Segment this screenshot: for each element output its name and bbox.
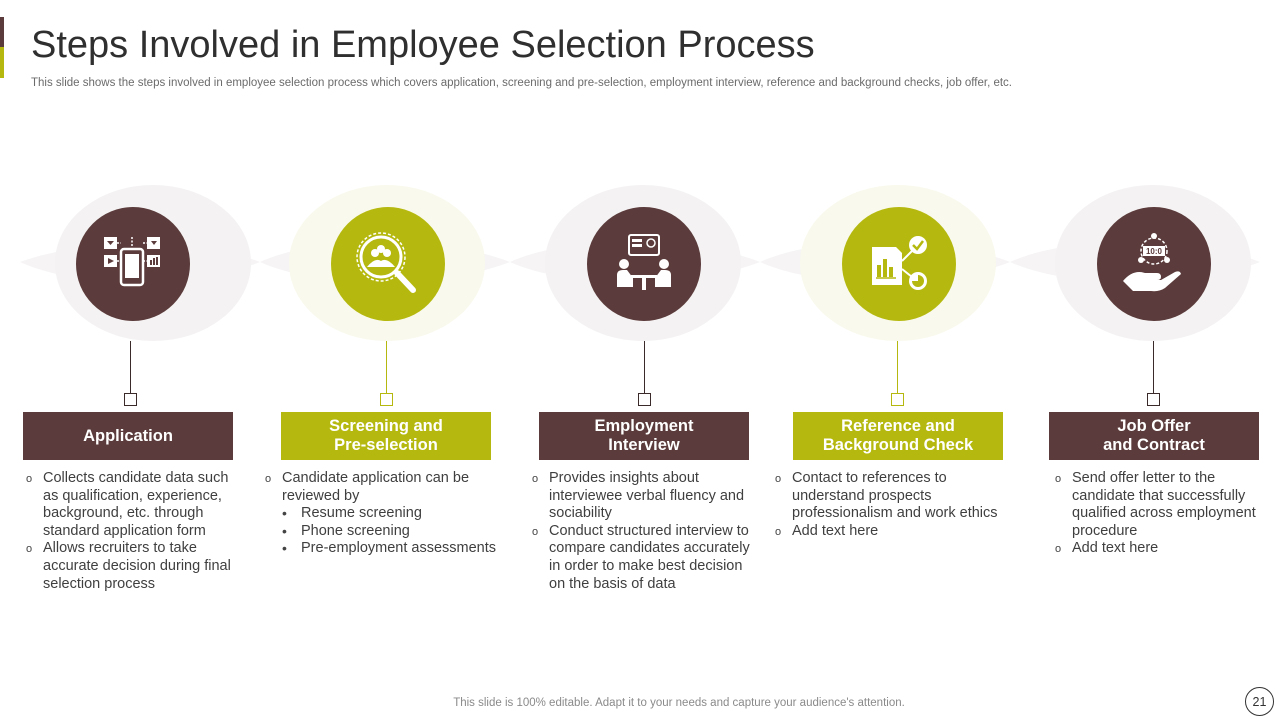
step-description: Collects candidate data such as qualific… <box>23 470 238 593</box>
slide-title: Steps Involved in Employee Selection Pro… <box>31 24 815 66</box>
step-screening: Screening and Pre-selection Candidate ap… <box>265 185 521 605</box>
page-number: 21 <box>1245 687 1274 716</box>
title-accent-bar-top <box>0 17 4 47</box>
step-job-offer: 10:0 Job Offer and Contract Send offer l… <box>1049 185 1280 605</box>
bullet-item: Contact to references to understand pros… <box>772 470 1012 523</box>
step-description: Provides insights about interviewee verb… <box>529 470 754 593</box>
step-stem <box>386 341 387 393</box>
footer-note: This slide is 100% editable. Adapt it to… <box>453 697 905 709</box>
step-label-line: Application <box>83 426 173 445</box>
step-label-line: and Contract <box>1103 436 1205 454</box>
step-application: Application Collects candidate data such… <box>23 185 263 605</box>
step-label: Screening and Pre-selection <box>281 412 491 460</box>
step-stem <box>644 341 645 393</box>
sub-bullet-list: Resume screening Phone screening Pre-emp… <box>282 505 507 558</box>
step-reference-check: Reference and Background Check Contact t… <box>775 185 1033 605</box>
step-label-line: Background Check <box>822 436 974 454</box>
step-label: Job Offer and Contract <box>1049 412 1259 460</box>
step-marker <box>1147 393 1160 406</box>
step-label-line: Screening and <box>329 417 443 435</box>
sub-bullet-item: Resume screening <box>282 505 507 523</box>
sub-bullet-item: Phone screening <box>282 523 507 541</box>
step-label-line: Reference and <box>841 417 955 435</box>
step-label: Employment Interview <box>539 412 749 460</box>
step-marker <box>638 393 651 406</box>
bullet-text: Candidate application can be reviewed by <box>282 470 470 504</box>
step-label: Application <box>23 412 233 460</box>
bullet-item: Allows recruiters to take accurate decis… <box>23 540 238 593</box>
step-label-line: Pre-selection <box>334 436 438 454</box>
svg-text:10:0: 10:0 <box>1146 247 1163 256</box>
slide-subtitle: This slide shows the steps involved in e… <box>31 77 1013 89</box>
step-marker <box>891 393 904 406</box>
mobile-apps-icon <box>104 237 160 287</box>
step-description: Send offer letter to the candidate that … <box>1052 470 1257 559</box>
bullet-item: Add text here <box>1052 540 1257 558</box>
step-label-line: Interview <box>608 436 680 454</box>
bullet-item: Candidate application can be reviewed by… <box>262 470 507 558</box>
step-label: Reference and Background Check <box>793 412 1003 460</box>
step-description: Contact to references to understand pros… <box>772 470 1012 541</box>
step-marker <box>124 393 137 406</box>
step-label-line: Job Offer <box>1117 417 1191 435</box>
title-accent-bar-bottom <box>0 47 4 78</box>
interview-meeting-icon <box>617 234 671 290</box>
step-circle <box>842 207 956 321</box>
step-employment-interview: Employment Interview Provides insights a… <box>532 185 779 605</box>
step-circle <box>76 207 190 321</box>
bullet-item: Add text here <box>772 523 1012 541</box>
report-check-icon <box>872 236 927 290</box>
bullet-item: Send offer letter to the candidate that … <box>1052 470 1257 540</box>
bullet-item: Conduct structured interview to compare … <box>529 523 754 593</box>
step-description: Candidate application can be reviewed by… <box>262 470 507 558</box>
bullet-item: Provides insights about interviewee verb… <box>529 470 754 523</box>
step-label-line: Employment <box>594 417 694 435</box>
bullet-item: Collects candidate data such as qualific… <box>23 470 238 540</box>
step-circle: 10:0 <box>1097 207 1211 321</box>
step-stem <box>897 341 898 393</box>
step-circle <box>331 207 445 321</box>
people-search-icon <box>356 232 416 293</box>
step-stem <box>1153 341 1154 393</box>
step-stem <box>130 341 131 393</box>
hand-offer-icon: 10:0 <box>1123 233 1181 292</box>
step-marker <box>380 393 393 406</box>
sub-bullet-item: Pre-employment assessments <box>282 540 507 558</box>
step-circle <box>587 207 701 321</box>
